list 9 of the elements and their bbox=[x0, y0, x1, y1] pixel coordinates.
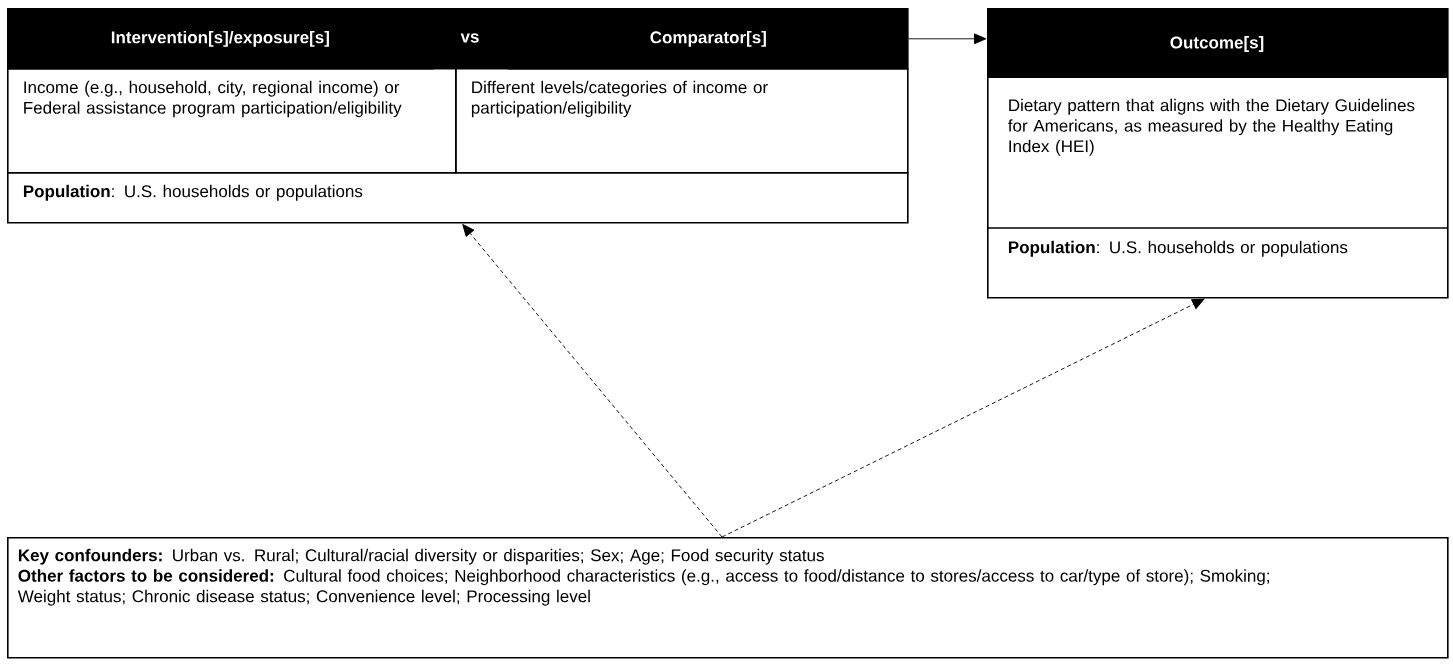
text-cell: Different levels/categories of income or participation/eligibility bbox=[455, 68, 909, 174]
arrow bbox=[462, 224, 723, 538]
text-cell: Population: U.S. households or populations bbox=[7, 172, 909, 224]
header-cell: vs bbox=[432, 8, 508, 68]
outcome-box: Outcome[s] Dietary pattern that aligns with the Dietary Guidelines for Americans, as measured by the Healthy Eating Index (HEI) Population: U.S. households or populations bbox=[986, 8, 1449, 299]
arrow bbox=[721, 298, 1205, 538]
arrow bbox=[908, 33, 987, 45]
confounder-box: Key confounders: Urban vs. Rural; Cultural/racial diversity or disparities; Sex; Age; Food security status Other factors to be considered: Cultural food choices; Neighborhood characteristics (e.g., access to food/distance to stores/access to car/type of store); Smoking; Weight status; Chronic disease status; Convenience level; Processing level bbox=[7, 537, 1449, 659]
text-cell: Income (e.g., household, city, regional income) or Federal assistance program participation/eligibility bbox=[7, 68, 457, 174]
